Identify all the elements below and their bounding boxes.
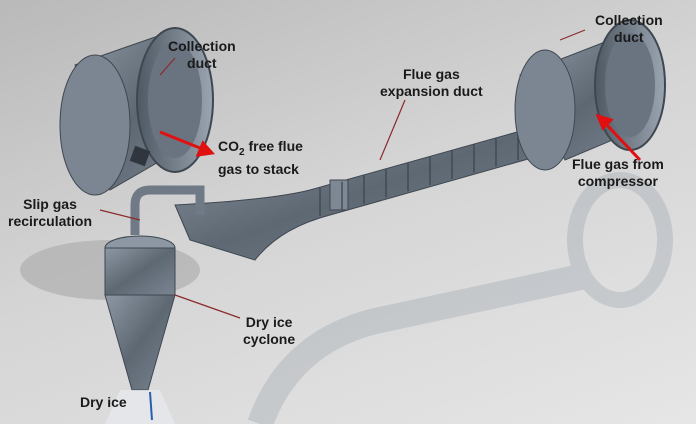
label-flue-gas-from-compressor: Flue gas from compressor: [572, 156, 664, 189]
label-collection-duct-left: Collection duct: [168, 38, 236, 71]
left-collection-duct: [59, 27, 214, 196]
label-dry-ice: Dry ice: [80, 394, 127, 410]
slip-gas-pipe: [130, 185, 205, 235]
flow-arrows: [159, 113, 642, 162]
dry-ice-cyclone: [104, 235, 176, 424]
label-co2-free-flue-gas: CO2 free flue gas to stack: [218, 138, 303, 178]
co2-rest-text: free flue gas to stack: [218, 138, 303, 177]
reflection: [247, 172, 673, 424]
label-flue-gas-expansion-duct: Flue gas expansion duct: [380, 66, 483, 99]
label-slip-gas-recirculation: Slip gas recirculation: [8, 196, 93, 229]
duct-rib-lines: [319, 126, 541, 216]
right-collection-duct: [514, 19, 666, 171]
co2-text: CO: [218, 138, 239, 154]
co2-subscript: 2: [239, 146, 245, 158]
duct-ribs: [329, 179, 349, 211]
leader-lines: [99, 29, 586, 319]
dry-ice-outlet-arrow: [149, 391, 153, 421]
label-collection-duct-right: Collection duct: [595, 12, 663, 45]
label-dry-ice-cyclone: Dry ice cyclone: [243, 314, 296, 347]
